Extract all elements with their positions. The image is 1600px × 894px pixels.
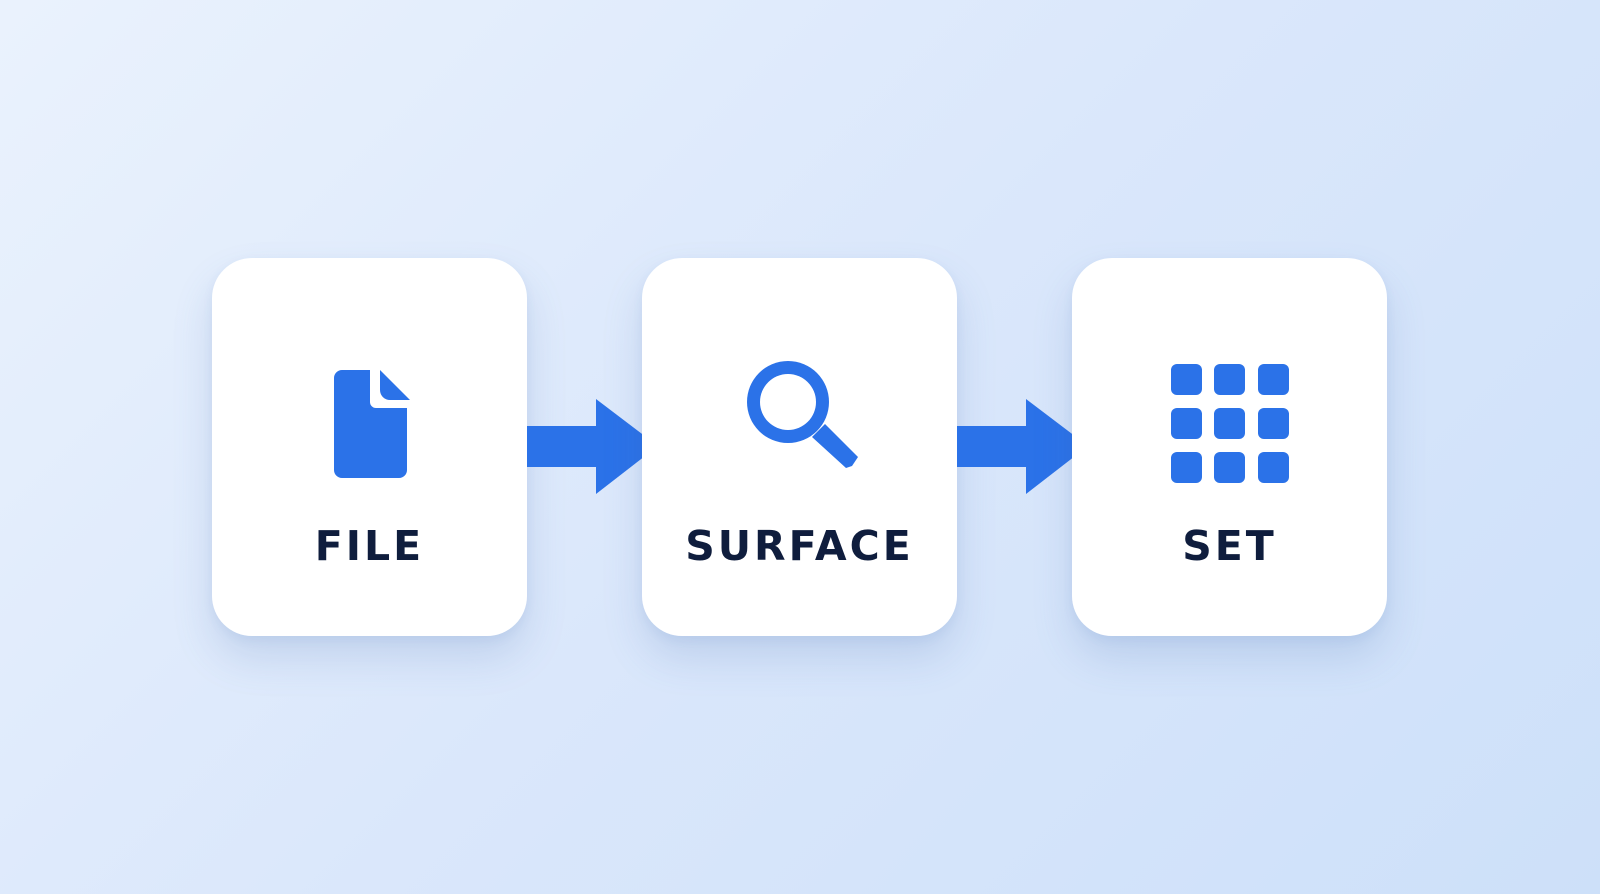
step-label-set: SET xyxy=(1182,522,1277,570)
magnifier-icon xyxy=(730,346,870,486)
step-card-file: FILE xyxy=(212,258,527,636)
arrow-right-icon xyxy=(957,399,1088,495)
arrow-right-icon xyxy=(527,399,658,495)
step-card-surface: SURFACE xyxy=(642,258,957,636)
step-card-set: SET xyxy=(1072,258,1387,636)
step-label-file: FILE xyxy=(314,522,425,570)
grid-icon xyxy=(1160,346,1300,486)
document-icon xyxy=(300,346,440,486)
step-label-surface: SURFACE xyxy=(685,522,914,570)
